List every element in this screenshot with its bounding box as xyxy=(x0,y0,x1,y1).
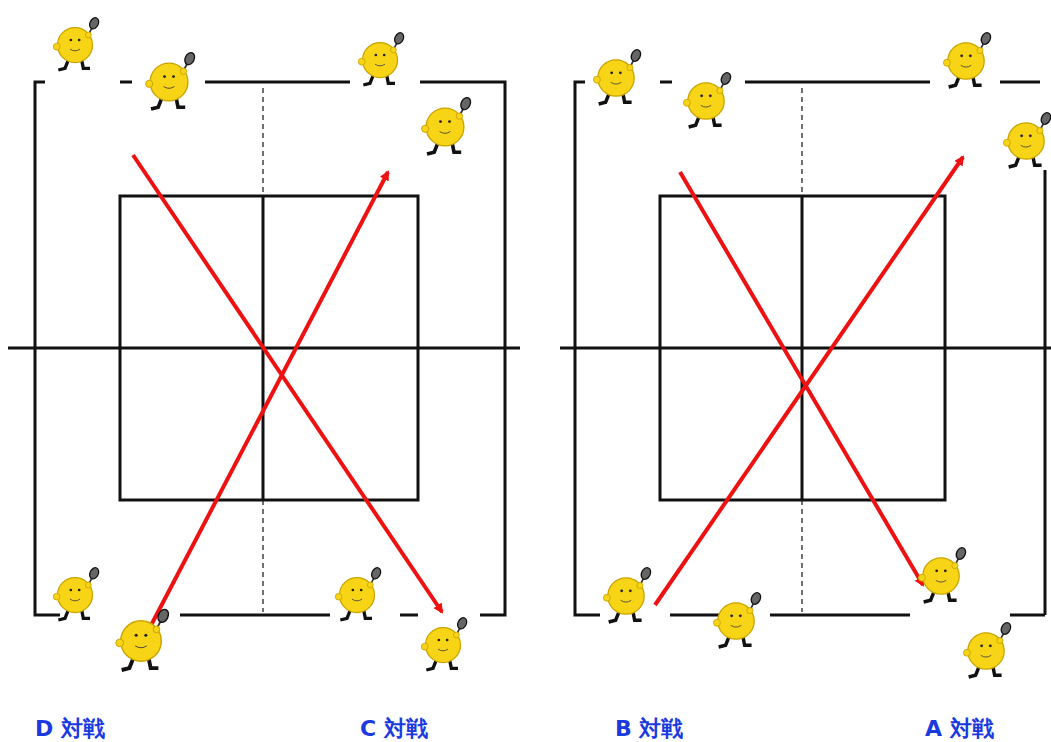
match-label: A 対戦 xyxy=(925,718,994,740)
match-label: C 対戦 xyxy=(360,718,428,740)
center-dashed-line xyxy=(263,88,802,612)
court-lines xyxy=(8,82,1051,615)
match-label: B 対戦 xyxy=(615,718,683,740)
shot-arrows xyxy=(133,155,963,633)
match-label: D 対戦 xyxy=(35,718,105,740)
players xyxy=(53,16,1051,677)
